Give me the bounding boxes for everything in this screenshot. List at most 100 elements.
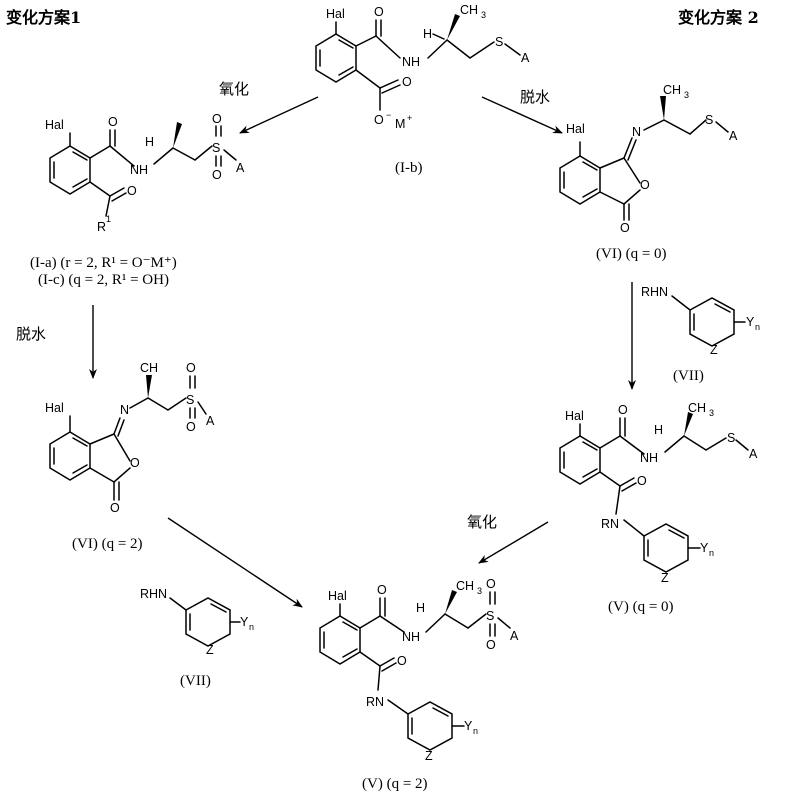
svg-text:A: A: [749, 447, 758, 461]
svg-text:n: n: [249, 622, 254, 632]
svg-text:Hal: Hal: [328, 589, 347, 603]
svg-text:3: 3: [709, 408, 714, 418]
arrow-oxidation-bottom: [478, 521, 549, 564]
svg-text:n: n: [709, 548, 714, 558]
structure-compound-Ia-Ic: Hal O NH H S O O A O R 1: [45, 112, 245, 234]
caption-compound-VI-q0: (VI) (q = 0): [596, 246, 667, 262]
svg-text:3: 3: [481, 10, 486, 20]
svg-text:Hal: Hal: [326, 7, 345, 21]
condition-dehydration-left: 脱水: [16, 325, 47, 343]
svg-text:A: A: [521, 51, 530, 65]
svg-text:RHN: RHN: [641, 285, 668, 299]
svg-text:M: M: [395, 117, 405, 131]
arrow-oxidation-top: [239, 96, 319, 134]
svg-text:+: +: [407, 113, 412, 123]
svg-text:O: O: [374, 113, 384, 127]
svg-text:CH: CH: [140, 361, 158, 375]
svg-text:Y: Y: [240, 615, 249, 629]
svg-text:O: O: [374, 5, 384, 19]
svg-text:H: H: [416, 601, 425, 615]
svg-text:n: n: [473, 726, 478, 736]
svg-text:RHN: RHN: [140, 587, 167, 601]
svg-text:Z: Z: [661, 571, 669, 585]
svg-text:−: −: [386, 110, 391, 120]
svg-text:H: H: [145, 135, 154, 149]
svg-text:S: S: [186, 393, 194, 407]
svg-text:A: A: [206, 414, 215, 428]
svg-text:RN: RN: [366, 695, 384, 709]
caption-compound-Ib: (I-b): [395, 160, 423, 176]
svg-text:A: A: [236, 161, 245, 175]
caption-compound-V-q0: (V) (q = 0): [608, 599, 674, 615]
svg-text:O: O: [186, 420, 196, 434]
structure-compound-Ib: Hal O NH H CH 3 S A O O − M +: [315, 3, 530, 131]
svg-text:3: 3: [477, 586, 482, 596]
caption-compound-VII-left: (VII): [180, 673, 211, 689]
svg-text:R: R: [97, 220, 106, 234]
caption-compound-Ia: (I-a) (r = 2, R¹ = O⁻M⁺): [30, 255, 177, 271]
svg-text:H: H: [654, 423, 663, 437]
svg-text:O: O: [486, 577, 496, 591]
condition-oxidation-top: 氧化: [219, 80, 250, 98]
svg-text:1: 1: [106, 214, 111, 224]
svg-text:H: H: [423, 27, 432, 41]
svg-text:O: O: [127, 184, 137, 198]
svg-text:S: S: [486, 609, 494, 623]
svg-text:S: S: [727, 431, 735, 445]
condition-oxidation-bottom: 氧化: [467, 513, 498, 531]
svg-text:Y: Y: [746, 315, 755, 329]
svg-text:O: O: [212, 168, 222, 182]
svg-text:S: S: [495, 35, 503, 49]
svg-text:Y: Y: [464, 719, 473, 733]
svg-text:Hal: Hal: [45, 118, 64, 132]
svg-text:NH: NH: [640, 451, 658, 465]
svg-text:O: O: [618, 403, 628, 417]
structure-compound-VI-q2: Hal O O N CH S O O A: [45, 361, 215, 515]
svg-text:3: 3: [684, 90, 689, 100]
structure-compound-V-q2: Hal O NH H CH 3 S O O A O RN Z Y n: [319, 577, 519, 763]
svg-text:Hal: Hal: [565, 409, 584, 423]
svg-text:Hal: Hal: [45, 401, 64, 415]
scheme-1-title: 变化方案1: [6, 8, 82, 27]
arrow-dehydration-top: [481, 96, 563, 134]
svg-text:NH: NH: [130, 163, 148, 177]
svg-text:A: A: [729, 129, 738, 143]
svg-text:NH: NH: [402, 630, 420, 644]
condition-dehydration-top: 脱水: [520, 88, 551, 106]
svg-text:NH: NH: [402, 55, 420, 69]
svg-text:O: O: [620, 221, 630, 235]
svg-text:S: S: [705, 113, 713, 127]
svg-text:O: O: [130, 456, 140, 470]
svg-text:Hal: Hal: [566, 122, 585, 136]
structure-compound-V-q0: Hal O NH H CH 3 S A O RN Z Y n: [559, 401, 758, 585]
svg-text:A: A: [510, 629, 519, 643]
svg-text:S: S: [212, 141, 220, 155]
svg-text:O: O: [402, 75, 412, 89]
svg-text:Z: Z: [710, 343, 718, 357]
structure-compound-VII-left: RHN Z Y n: [140, 587, 254, 657]
svg-text:O: O: [186, 361, 196, 375]
caption-compound-Ic: (I-c) (q = 2, R¹ = OH): [38, 272, 169, 288]
svg-text:O: O: [110, 501, 120, 515]
svg-text:O: O: [397, 654, 407, 668]
svg-text:Z: Z: [425, 749, 433, 763]
caption-compound-VII-right: (VII): [673, 368, 704, 384]
svg-text:O: O: [637, 474, 647, 488]
svg-text:N: N: [632, 125, 641, 139]
structure-compound-VI-q0: Hal O O N CH 3 S A: [559, 83, 738, 235]
svg-text:CH: CH: [456, 579, 474, 593]
caption-compound-VI-q2: (VI) (q = 2): [72, 536, 143, 552]
svg-text:CH: CH: [663, 83, 681, 97]
svg-text:O: O: [108, 115, 118, 129]
svg-text:Z: Z: [206, 643, 214, 657]
scheme-2-title: 变化方案 2: [678, 8, 759, 27]
svg-text:O: O: [377, 583, 387, 597]
svg-text:O: O: [640, 178, 650, 192]
svg-text:N: N: [120, 403, 129, 417]
svg-text:O: O: [486, 638, 496, 652]
svg-text:CH: CH: [688, 401, 706, 415]
svg-text:O: O: [212, 112, 222, 126]
svg-text:RN: RN: [601, 517, 619, 531]
svg-text:CH: CH: [460, 3, 478, 17]
